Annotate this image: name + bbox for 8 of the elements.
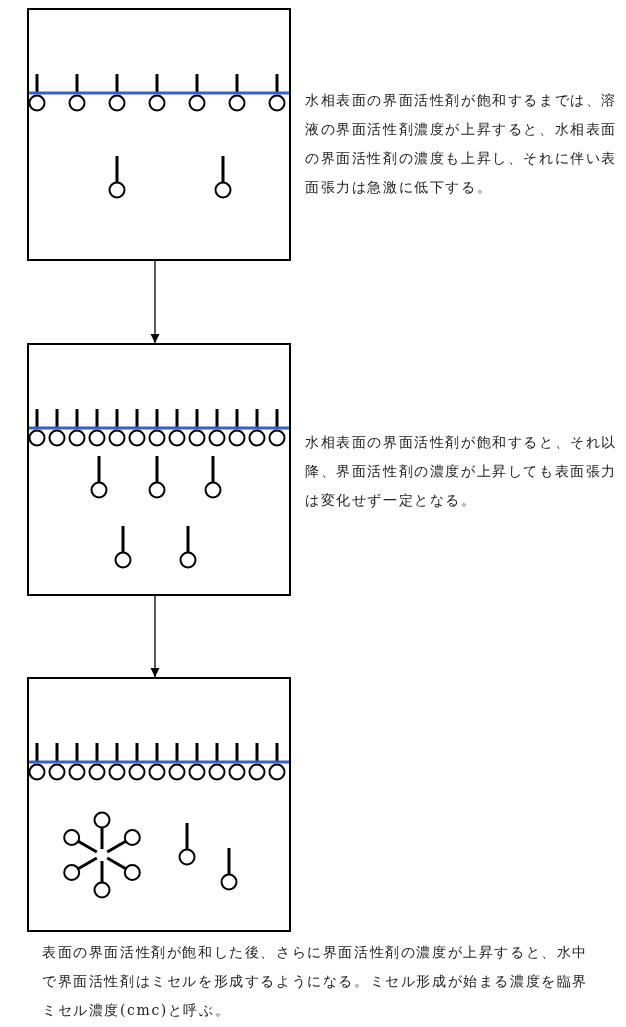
panel-box [27, 677, 291, 932]
description-text: 表面の界面活性剤が飽和した後、さらに界面活性剤の濃度が上昇すると、水中で界面活性剤はミセルを形成するようになる。ミセル形成が始まる濃度を臨界ミセル濃度(cmc)と呼ぶ。 [42, 943, 589, 1020]
description-text: 水相表面の界面活性剤が飽和すると、それ以降、界面活性剤の濃度が上昇しても表面張力は変化せず一定となる。 [305, 433, 618, 510]
arrow [150, 260, 160, 344]
panel-box [27, 8, 291, 261]
arrow [150, 595, 160, 678]
description-text: 水相表面の界面活性剤が飽和するまでは、溶液の界面活性剤濃度が上昇すると、水相表面の界面活性剤の濃度も上昇し、それに伴い表面張力は急激に低下する。 [305, 91, 618, 197]
panel-box [27, 343, 291, 596]
